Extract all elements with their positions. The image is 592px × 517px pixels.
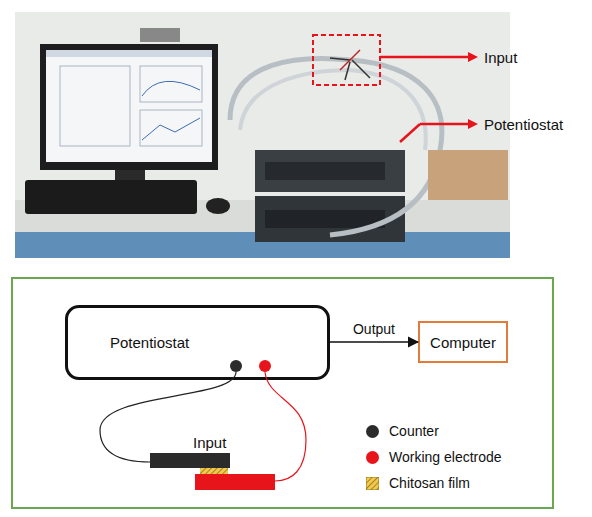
potentiostat-unit xyxy=(255,196,405,242)
photo-callout: Input xyxy=(484,49,517,66)
computer-box: Computer xyxy=(418,321,508,363)
node-label: Potentiostat xyxy=(110,334,189,351)
output-arrow xyxy=(330,341,418,343)
photo-wall xyxy=(15,12,510,258)
mouse xyxy=(206,198,230,214)
photo-callout: Potentiostat xyxy=(484,116,563,133)
cable xyxy=(240,70,426,150)
arrow-head xyxy=(468,119,478,129)
vent-grille xyxy=(265,210,385,228)
legend-swatch xyxy=(366,477,379,490)
leader-arrow xyxy=(380,56,468,59)
counter-wire xyxy=(100,372,236,462)
arrow-head xyxy=(468,52,478,62)
legend-label: Chitosan film xyxy=(389,475,470,491)
wood-block xyxy=(428,150,508,200)
chitosan-film xyxy=(200,468,228,474)
webcam xyxy=(140,28,180,42)
keyboard xyxy=(25,180,197,214)
electrode-leads xyxy=(330,58,370,80)
leader-arrow xyxy=(400,124,420,142)
monitor xyxy=(40,44,218,170)
working-electrode xyxy=(195,474,275,490)
instrument-box: Potentiostat xyxy=(65,305,330,380)
screen-toolbar xyxy=(46,50,212,57)
screen-plot xyxy=(140,66,202,102)
node-label: Computer xyxy=(430,334,496,351)
legend-item: Working electrode xyxy=(366,449,502,465)
legend-item: Chitosan film xyxy=(366,475,470,491)
legend-label: Counter xyxy=(389,423,439,439)
counter-electrode xyxy=(150,453,230,468)
edge-label: Output xyxy=(353,321,395,337)
potentiostat-unit xyxy=(255,150,405,192)
screen-curve xyxy=(142,81,200,96)
schematic-frame xyxy=(12,278,553,508)
lab-photo xyxy=(15,12,510,258)
screen-curve xyxy=(142,118,200,140)
legend-swatch xyxy=(366,451,379,464)
vent-grille xyxy=(265,162,385,180)
screen-plot xyxy=(140,110,202,146)
legend-item: Counter xyxy=(366,423,439,439)
electrode-leads xyxy=(340,50,360,70)
input-highlight xyxy=(313,35,380,85)
leader-arrow xyxy=(420,123,468,126)
part-label: Input xyxy=(193,434,226,451)
monitor-screen xyxy=(46,50,212,162)
screen-plot xyxy=(60,66,130,146)
working-terminal xyxy=(259,360,271,372)
legend-label: Working electrode xyxy=(389,449,502,465)
legend-swatch xyxy=(366,425,379,438)
working-wire xyxy=(265,372,306,481)
counter-terminal xyxy=(230,360,242,372)
